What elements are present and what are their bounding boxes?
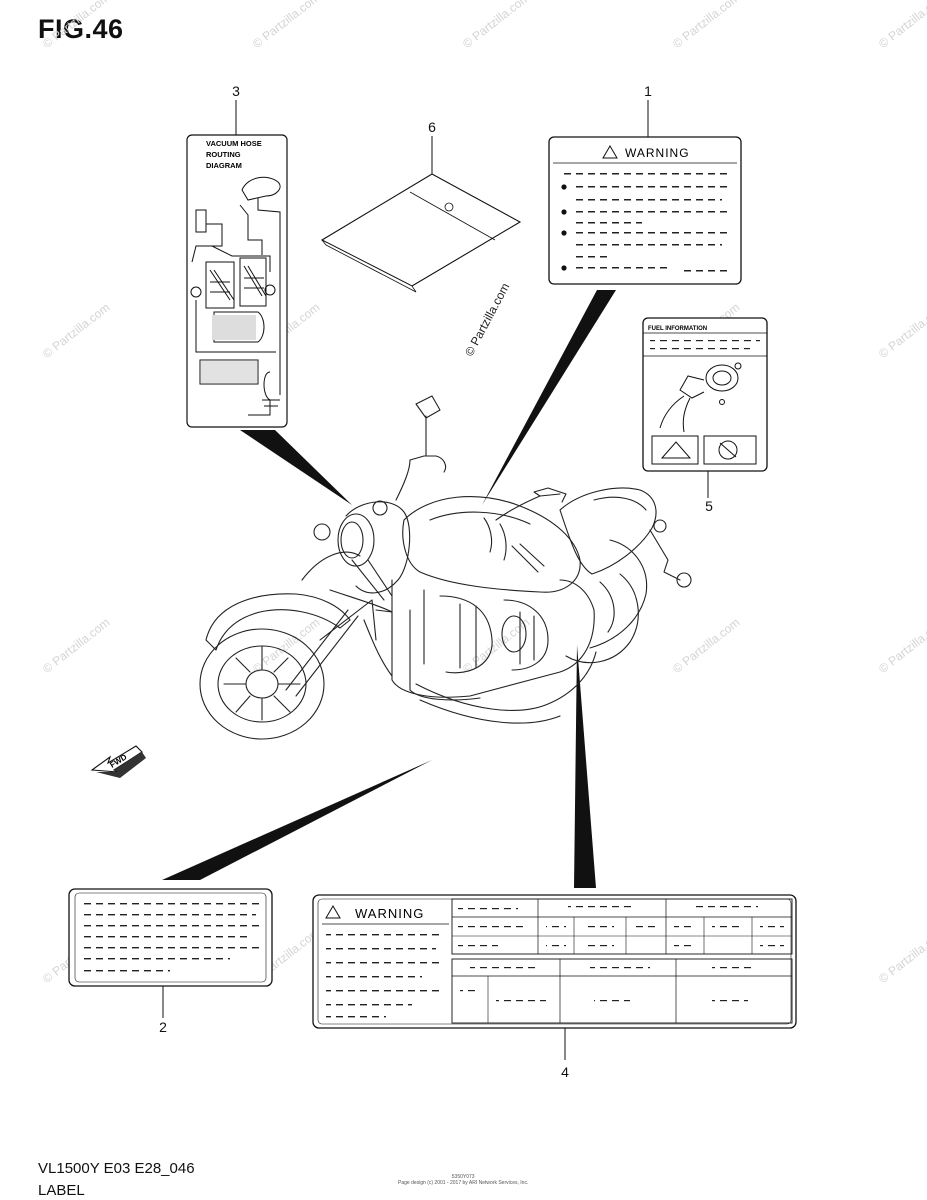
copyright-note-bottom: Page design (c) 2001 - 2017 by ARI Netwo… [398,1180,529,1186]
figure-title: FIG.46 [38,14,124,44]
leader-wedge-1 [482,290,616,505]
label-6-sheet [320,136,522,293]
callout-1: 1 [644,83,652,99]
label-4-warning [312,894,797,1060]
copyright-note: 5350Y073 Page design (c) 2001 - 2017 by … [398,1174,528,1186]
label-5-fuel-information [642,317,768,498]
diagram-label: LABEL [38,1182,85,1199]
label-3-vacuum-hose-routing [186,100,288,428]
label-3-line-1: VACUUM HOSE [206,139,262,148]
leader-wedge-2 [162,760,432,880]
callout-6: 6 [428,119,436,135]
callout-2: 2 [159,1019,167,1035]
label-1-warning [548,100,742,285]
label-3-line-2: ROUTING [206,150,241,159]
leader-wedge-3 [240,430,352,505]
label-1-heading: WARNING [625,146,690,160]
callout-4: 4 [561,1064,569,1080]
copyright-note-top: 5350Y073 [451,1174,475,1180]
label-4-heading: WARNING [355,906,424,921]
label-5-heading: FUEL INFORMATION [648,326,707,332]
motorcycle-illustration [199,395,692,740]
label-2 [68,888,273,1018]
callout-3: 3 [232,83,240,99]
leader-wedge-4 [574,645,596,888]
fwd-direction-arrow [90,745,146,778]
callout-5: 5 [705,498,713,514]
label-3-line-3: DIAGRAM [206,161,242,170]
diagram-code: VL1500Y E03 E28_046 [38,1160,195,1177]
